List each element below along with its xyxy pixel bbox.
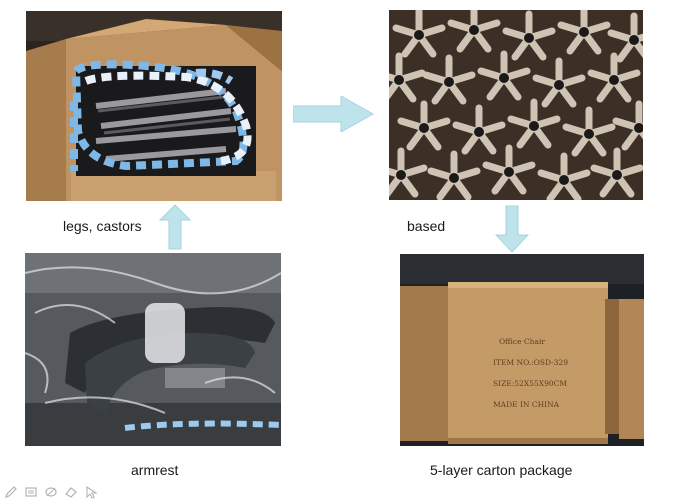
- pointer-icon[interactable]: [84, 485, 98, 499]
- caption-armrest: armrest: [131, 462, 179, 478]
- photo-carton-package: Office Chair ITEM NO.:OSD-329 SIZE:52X55…: [400, 254, 644, 446]
- photo-legs-castors-box: [26, 11, 282, 201]
- pencil-icon[interactable]: [44, 485, 58, 499]
- slideshow-toolbar: [4, 485, 98, 499]
- bases-illustration: [389, 10, 643, 200]
- carton-label-title: Office Chair: [499, 337, 545, 346]
- caption-legs-castors: legs, castors: [63, 218, 142, 234]
- arrow-down: [495, 205, 529, 253]
- carton-label-size: SIZE:52X55X90CM: [493, 379, 568, 388]
- arrow-right: [293, 96, 375, 132]
- carton-label-origin: MADE IN CHINA: [493, 400, 560, 409]
- slides-icon[interactable]: [24, 485, 38, 499]
- arrow-up: [159, 204, 191, 250]
- photo-chair-bases: [389, 10, 643, 200]
- photo-armrest: [25, 253, 281, 446]
- pen-icon[interactable]: [4, 485, 18, 499]
- carton-illustration: [400, 254, 644, 446]
- caption-carton-package: 5-layer carton package: [430, 462, 573, 478]
- caption-based: based: [407, 218, 446, 234]
- carton-label-item: ITEM NO.:OSD-329: [493, 358, 568, 367]
- eraser-icon[interactable]: [64, 485, 78, 499]
- carton-label: Office Chair ITEM NO.:OSD-329 SIZE:52X55…: [493, 331, 603, 415]
- legs-box-illustration: [26, 11, 282, 201]
- armrest-illustration: [25, 253, 281, 446]
